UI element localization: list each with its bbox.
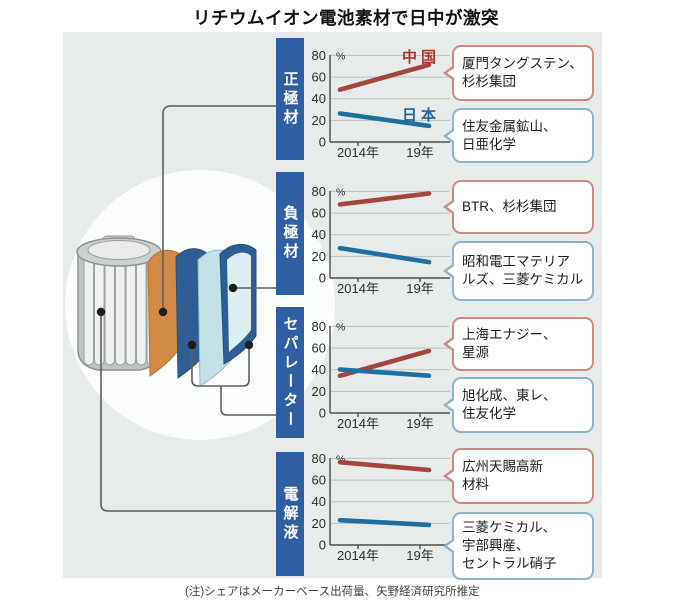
y-tick-label: 80 xyxy=(312,319,326,334)
connector-dot xyxy=(187,340,197,350)
callout-japan-electrolyte: 三菱ケミカル、 宇部興産、 セントラル硝子 xyxy=(443,512,594,580)
japan-trend-line xyxy=(337,517,432,528)
y-tick-label: 40 xyxy=(312,494,326,509)
china-trend-line xyxy=(337,191,432,207)
y-tick-label: 20 xyxy=(312,384,326,399)
chart-cathode: 80 60 40 20 0 % 2014年 19年 xyxy=(312,48,450,160)
china-trend-line xyxy=(337,62,432,93)
y-tick-label: 40 xyxy=(312,91,326,106)
connector-dot xyxy=(158,307,168,317)
connector-dot xyxy=(96,307,106,317)
connector-dot xyxy=(244,340,254,350)
x-tick-label: 19年 xyxy=(406,548,433,563)
y-tick-label: 40 xyxy=(312,227,326,242)
material-label-anode: 負極材 xyxy=(276,172,304,295)
callout-japan-cathode: 住友金属鉱山、 日亜化学 xyxy=(443,108,594,163)
callout-china-cathode: 厦門タングステン、 杉杉集団 xyxy=(443,45,594,101)
y-tick-label: 60 xyxy=(312,341,326,356)
callout-japan-anode: 昭和電工マテリア ルズ、三菱ケミカル xyxy=(443,241,594,301)
callout-china-electrolyte: 広州天賜高新 材料 xyxy=(443,448,594,504)
china-series-label: 中国 xyxy=(402,49,441,66)
japan-series-label: 日本 xyxy=(402,107,441,124)
y-tick-label: 20 xyxy=(312,516,326,531)
japan-trend-line xyxy=(337,245,432,265)
y-tick-label: 0 xyxy=(319,538,326,553)
y-tick-label: 0 xyxy=(319,406,326,421)
electrolyte-connector-line xyxy=(100,312,276,512)
x-tick-label: 19年 xyxy=(406,145,433,160)
material-label-electrolyte: 電解液 xyxy=(276,452,304,576)
battery-cap xyxy=(76,235,162,267)
callout-china-anode: BTR、杉杉集団 xyxy=(443,180,594,234)
material-label-separator: セパレーター xyxy=(276,307,304,438)
unit-label: % xyxy=(336,454,345,466)
y-tick-label: 20 xyxy=(312,113,326,128)
outer-layer-inner-face xyxy=(227,252,251,352)
y-tick-label: 60 xyxy=(312,70,326,85)
callout-china-separator: 上海エナジー、 星源 xyxy=(443,317,594,371)
x-tick-label: 2014年 xyxy=(337,281,379,296)
footnote: (注)シェアはメーカーベース出荷量、矢野経済研究所推定 xyxy=(185,586,480,598)
callout-japan-separator: 旭化成、東レ、 住友化学 xyxy=(443,377,594,433)
separator-connector-line xyxy=(220,386,276,416)
unit-label: % xyxy=(336,51,345,63)
china-trend-line xyxy=(337,459,432,473)
gridlines xyxy=(330,325,450,392)
connector-lines xyxy=(100,105,276,512)
electrode-layers xyxy=(147,244,257,387)
x-tick-label: 19年 xyxy=(406,416,433,431)
chart-separator: 80 60 40 20 0 % 2014年 19年 xyxy=(312,319,450,431)
chart-electrolyte: 80 60 40 20 0 % 2014年 19年 xyxy=(312,451,450,563)
y-tick-label: 80 xyxy=(312,451,326,466)
y-tick-label: 0 xyxy=(319,135,326,150)
y-tick-label: 40 xyxy=(312,362,326,377)
y-tick-label: 80 xyxy=(312,184,326,199)
x-tick-label: 2014年 xyxy=(337,145,379,160)
connector-dot xyxy=(228,283,238,293)
x-tick-label: 19年 xyxy=(406,281,433,296)
x-tick-label: 2014年 xyxy=(337,416,379,431)
unit-label: % xyxy=(336,187,345,199)
y-tick-label: 80 xyxy=(312,48,326,63)
y-tick-label: 60 xyxy=(312,473,326,488)
page-title: リチウムイオン電池素材で日中が激突 xyxy=(193,8,499,28)
battery-cells xyxy=(83,256,158,366)
japan-trend-line xyxy=(337,367,432,379)
x-tick-label: 2014年 xyxy=(337,548,379,563)
japan-trend-line xyxy=(337,111,432,129)
y-tick-label: 20 xyxy=(312,249,326,264)
cathode-connector-line xyxy=(162,105,276,312)
material-label-cathode: 正極材 xyxy=(276,38,304,160)
y-tick-label: 60 xyxy=(312,206,326,221)
chart-anode: 80 60 40 20 0 % 2014年 19年 xyxy=(312,184,450,296)
y-tick-label: 0 xyxy=(319,271,326,286)
unit-label: % xyxy=(336,322,345,334)
connector-dots xyxy=(96,283,254,350)
